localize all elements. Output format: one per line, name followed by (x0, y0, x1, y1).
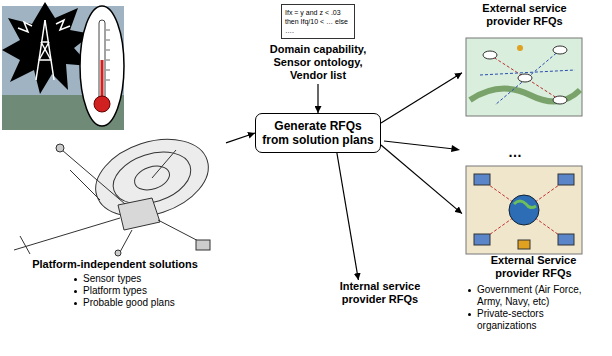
process-box: Generate RFQs from solution plans (255, 113, 381, 153)
bullet-item: Government (Air Force, Army, Navy, etc) (468, 284, 601, 308)
bullet-item: Platform types (74, 285, 222, 297)
bullet-text: Government (Air Force, Army, Navy, etc) (477, 284, 601, 308)
thermometer (80, 6, 124, 126)
bullet-dot (468, 289, 471, 292)
output-group: Internal service provider RFQs (326, 280, 434, 308)
flow-arrow (381, 145, 462, 214)
bullet-item: Private-sectors organizations (468, 308, 601, 332)
ellipsis-label: … (508, 144, 522, 160)
antenna-burst (2, 2, 92, 94)
rule-text: Ifx = y and z < .03 then Ifq/10 < … else… (281, 4, 355, 39)
flow-arrow (226, 133, 255, 143)
heading: External Service provider RFQs (462, 254, 605, 282)
bullet-dot (74, 290, 77, 293)
network-map-detail (470, 45, 580, 105)
solution-group: Platform-independent solutionsSensor typ… (4, 132, 226, 350)
thermometer-tube (99, 20, 105, 100)
bullet-text: Private-sectors organizations (477, 308, 601, 332)
thermometer-ticks (106, 30, 110, 80)
bullet-dot (74, 302, 77, 305)
network-map (466, 166, 582, 254)
bullet-text: Sensor types (83, 273, 141, 285)
arrow-line (384, 141, 454, 149)
provider-group: External Service provider RFQsGovernment… (462, 162, 605, 334)
arrow-head (451, 145, 460, 152)
spacecraft (14, 126, 218, 256)
bullet-text: Platform types (83, 285, 147, 297)
antenna-tower (18, 20, 70, 80)
provider-group: External service provider RFQs (462, 2, 587, 120)
bullet-text: Probable good plans (83, 297, 175, 309)
flow-arrow (317, 84, 318, 113)
heading: Internal service provider RFQs (326, 280, 434, 306)
network-map-detail (474, 174, 574, 249)
bullet-item: Probable good plans (74, 297, 222, 309)
thermometer-bulb (94, 96, 110, 112)
bullet-item: Sensor types (74, 273, 222, 285)
heading: Platform-independent solutions (4, 258, 226, 271)
process-label: Generate RFQs from solution plans (262, 119, 374, 147)
rule-source: Ifx = y and z < .03 then Ifq/10 < … else… (262, 4, 374, 84)
flow-arrow (381, 73, 462, 123)
heading: Domain capability, Sensor ontology, Vend… (262, 43, 374, 82)
network-map (466, 38, 582, 116)
bullet-dot (468, 313, 471, 316)
heading: External service provider RFQs (462, 2, 587, 28)
bullet-dot (74, 278, 77, 281)
flow-arrow (337, 153, 359, 280)
thermometer-fluid (101, 60, 104, 100)
